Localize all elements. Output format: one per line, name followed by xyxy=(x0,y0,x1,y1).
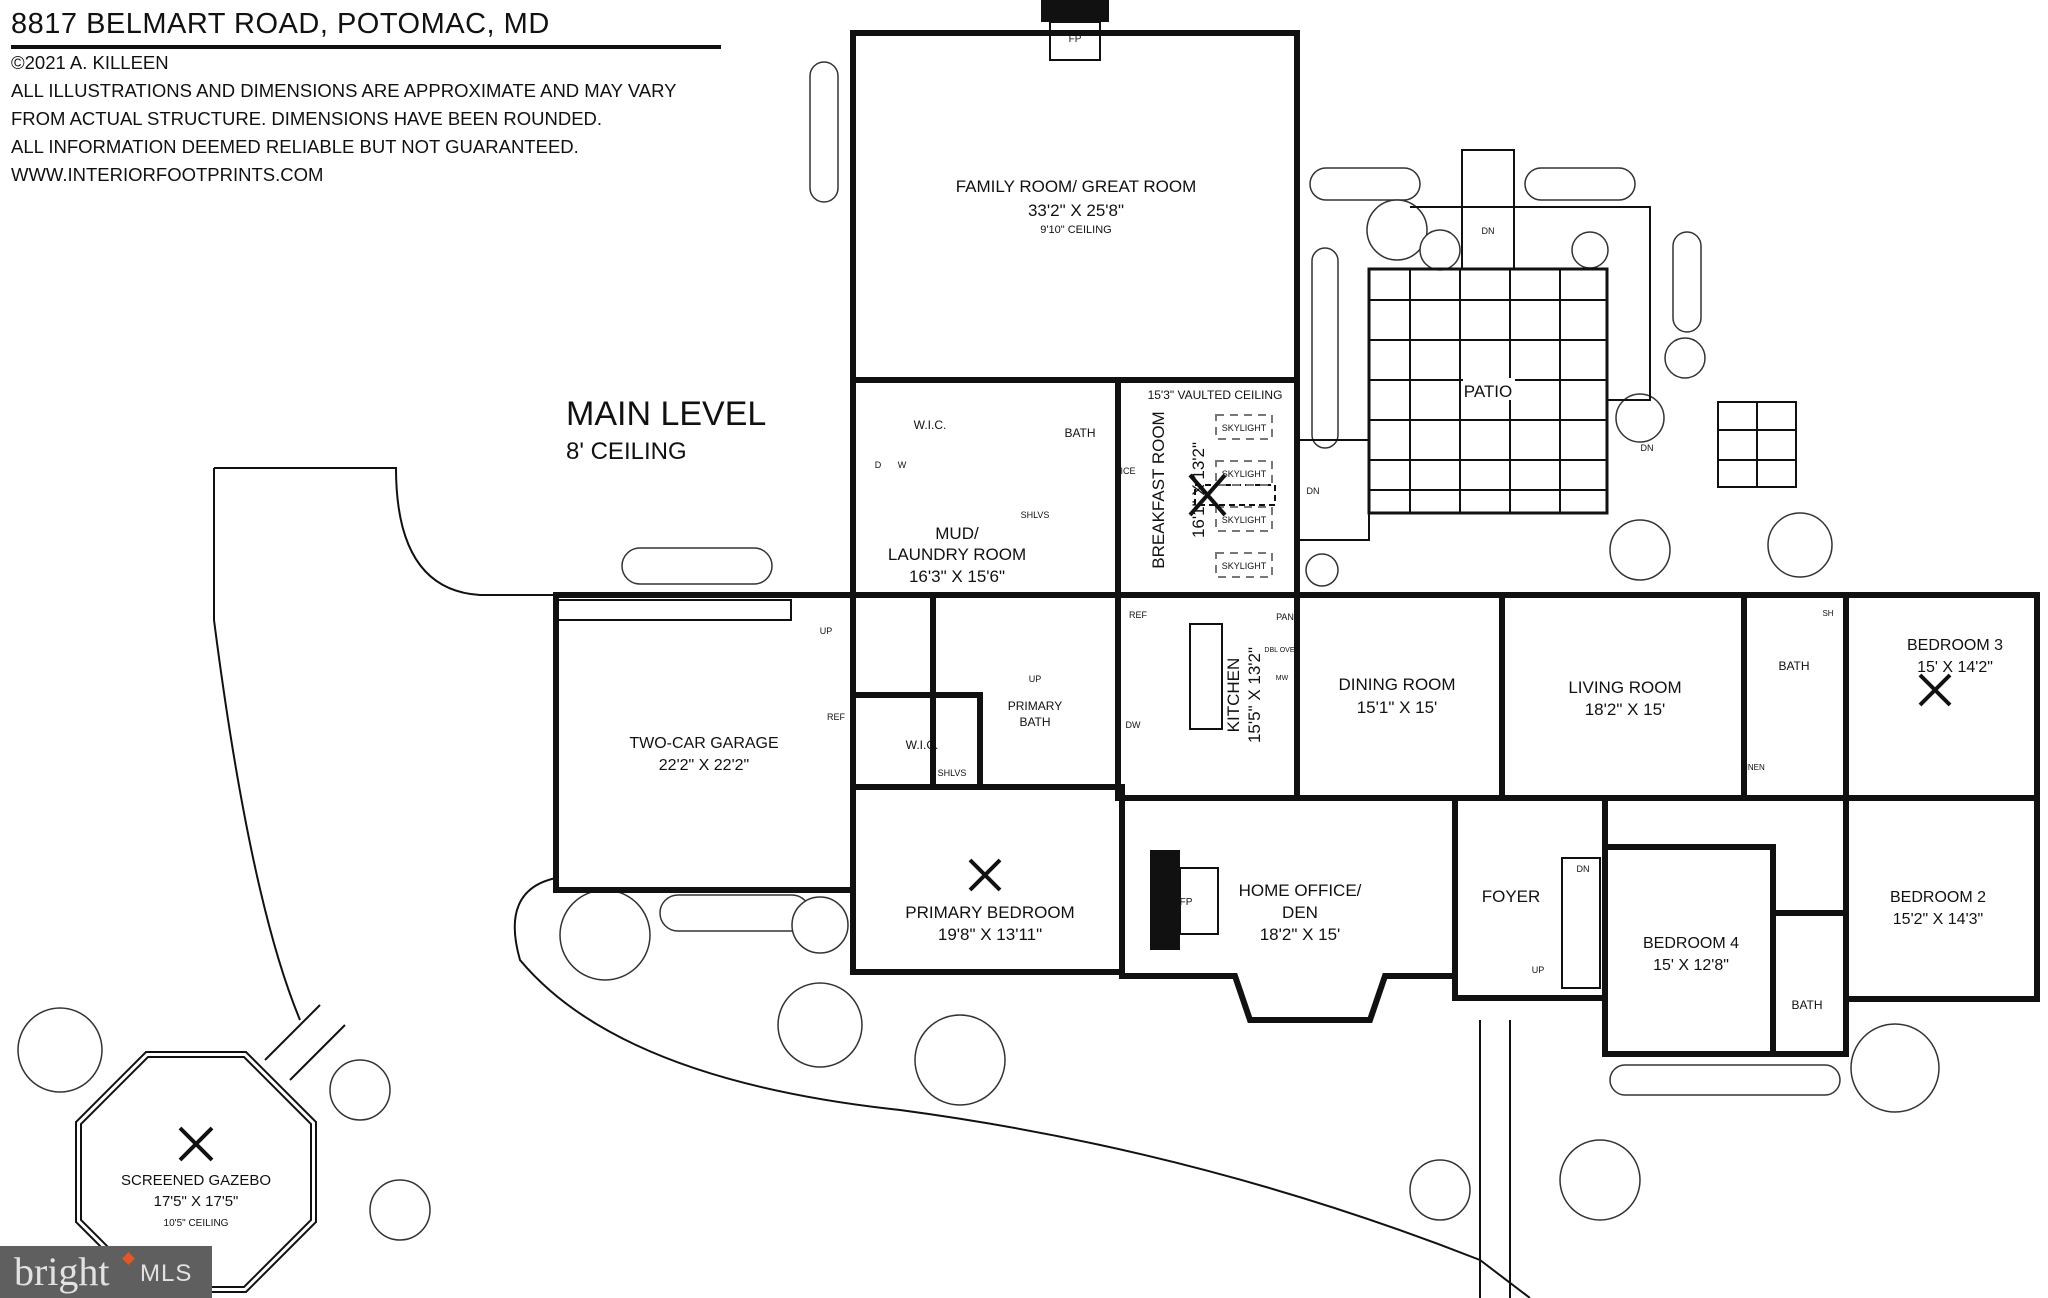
driveway-edge xyxy=(513,877,1531,1298)
copyright: ©2021 A. KILLEEN xyxy=(11,52,169,73)
title-rule xyxy=(11,45,721,49)
landscaping xyxy=(17,61,1940,1241)
shower-label: SH xyxy=(1822,609,1833,618)
stairs-up-label: UP xyxy=(1532,965,1545,975)
stairs-up-label: UP xyxy=(820,626,833,636)
room-name: W.I.C. xyxy=(906,738,939,752)
room-dims: 15' X 12'8" xyxy=(1653,957,1729,974)
room-dims: 15' X 14'2" xyxy=(1917,659,1993,676)
room-dims: 16'3" X 15'6" xyxy=(909,567,1005,586)
patio-pavers xyxy=(1296,149,1797,541)
skylight-label: SKYLIGHT xyxy=(1222,423,1267,433)
room-ceiling: 10'5" CEILING xyxy=(164,1218,229,1229)
room-name: TWO-CAR GARAGE xyxy=(629,735,778,752)
disclaimer-line: ALL ILLUSTRATIONS AND DIMENSIONS ARE APP… xyxy=(11,80,677,101)
room-dims: 15'2" X 14'3" xyxy=(1893,911,1983,928)
level-ceiling: 8' CEILING xyxy=(566,438,687,465)
linen-label: LINEN xyxy=(1741,763,1765,772)
gazebo-outline xyxy=(80,1056,312,1288)
ref-label: REF xyxy=(827,712,846,722)
room-dims: 22'2" X 22'2" xyxy=(659,757,749,774)
room-name: HOME OFFICE/ xyxy=(1239,881,1362,900)
room-dims: 33'2" X 25'8" xyxy=(1028,201,1124,220)
skylight-label: SKYLIGHT xyxy=(1222,561,1267,571)
room-dims: 18'2" X 15' xyxy=(1585,700,1666,719)
room-name: BATH xyxy=(1791,998,1822,1012)
washer-label: W xyxy=(898,460,907,470)
skylights: SKYLIGHT SKYLIGHT SKYLIGHT SKYLIGHT xyxy=(1215,414,1273,578)
room-dims: 17'5" X 17'5" xyxy=(154,1193,239,1210)
fireplace-label: FP xyxy=(1069,34,1082,45)
room-name: LIVING ROOM xyxy=(1568,678,1681,697)
room-name: PRIMARY xyxy=(1008,699,1062,713)
driveway-edge xyxy=(213,468,301,1021)
gazebo-outline xyxy=(75,1051,317,1293)
website: WWW.INTERIORFOOTPRINTS.COM xyxy=(11,164,324,185)
level-title: MAIN LEVEL xyxy=(566,395,766,433)
shelves-label: SHLVS xyxy=(1021,510,1050,520)
room-name: BEDROOM 2 xyxy=(1890,889,1986,906)
room-ceiling: 9'10" CEILING xyxy=(1040,224,1111,236)
fireplace-label: FP xyxy=(1180,897,1193,908)
room-name: PATIO xyxy=(1464,382,1513,401)
room-name: DEN xyxy=(1282,903,1318,922)
disclaimer-line: FROM ACTUAL STRUCTURE. DIMENSIONS HAVE B… xyxy=(11,108,603,129)
room-name: LAUNDRY ROOM xyxy=(888,545,1026,564)
kitchen-island xyxy=(1189,623,1223,730)
room-name: BATH xyxy=(1019,715,1050,729)
room-name: FAMILY ROOM/ GREAT ROOM xyxy=(956,177,1197,196)
logo-suffix: MLS xyxy=(140,1260,193,1287)
room-dims: 19'8" X 13'11" xyxy=(938,925,1042,944)
room-name: DINING ROOM xyxy=(1338,675,1455,694)
room-name: W.I.C. xyxy=(914,418,947,432)
disclaimer-line: ALL INFORMATION DEEMED RELIABLE BUT NOT … xyxy=(11,136,579,157)
room-dims: 15'5" X 13'2" xyxy=(1245,647,1264,743)
microwave-label: MW xyxy=(1276,675,1289,682)
stairs-down-label: DN xyxy=(1307,486,1320,496)
room-dims: 16'1" X 13'2" xyxy=(1189,442,1208,538)
room-name: BATH xyxy=(1064,426,1095,440)
dryer-label: D xyxy=(875,460,882,470)
property-address: 8817 BELMART ROAD, POTOMAC, MD xyxy=(11,8,550,40)
bright-mls-logo: bright MLS xyxy=(0,1246,212,1298)
dw-label: DW xyxy=(1126,720,1141,730)
room-name: MUD/ xyxy=(935,524,979,543)
room-name: SCREENED GAZEBO xyxy=(121,1172,271,1189)
skylight-label: SKYLIGHT xyxy=(1222,469,1267,479)
ref-label: REF xyxy=(1129,610,1148,620)
room-name: BEDROOM 4 xyxy=(1643,935,1739,952)
room-ceiling: 15'3" VAULTED CEILING xyxy=(1148,388,1283,402)
walls xyxy=(553,0,2040,1057)
ceiling-fan-icon xyxy=(178,473,1952,1162)
logo-brand: bright xyxy=(14,1249,110,1294)
room-labels: FAMILY ROOM/ GREAT ROOM 33'2" X 25'8" 9'… xyxy=(121,177,2003,1229)
shelves-label: SHLVS xyxy=(938,768,967,778)
room-name: FOYER xyxy=(1482,887,1541,906)
room-name: KITCHEN xyxy=(1224,658,1243,733)
stairs-down-label: DN xyxy=(1577,864,1590,874)
room-name: PRIMARY BEDROOM xyxy=(905,903,1074,922)
front-walk xyxy=(1479,1020,1511,1298)
gazebo-walkway xyxy=(264,1004,346,1081)
room-name: BEDROOM 3 xyxy=(1907,637,2003,654)
step-up-label: UP xyxy=(1029,674,1042,684)
room-name: BATH xyxy=(1778,659,1809,673)
room-name: BREAKFAST ROOM xyxy=(1149,411,1168,568)
logo-accent-icon xyxy=(122,1252,135,1265)
driveway-edge xyxy=(214,467,556,596)
stairs-down-label: DN xyxy=(1482,226,1495,236)
skylight-label: SKYLIGHT xyxy=(1222,515,1267,525)
ice-label: ICE xyxy=(1120,466,1135,476)
pantry-label: PAN xyxy=(1276,612,1294,622)
room-dims: 18'2" X 15' xyxy=(1260,925,1341,944)
room-dims: 15'1" X 15' xyxy=(1357,698,1438,717)
stairs-down-label: DN xyxy=(1641,443,1654,453)
double-oven-label: DBL OVEN xyxy=(1264,647,1299,654)
